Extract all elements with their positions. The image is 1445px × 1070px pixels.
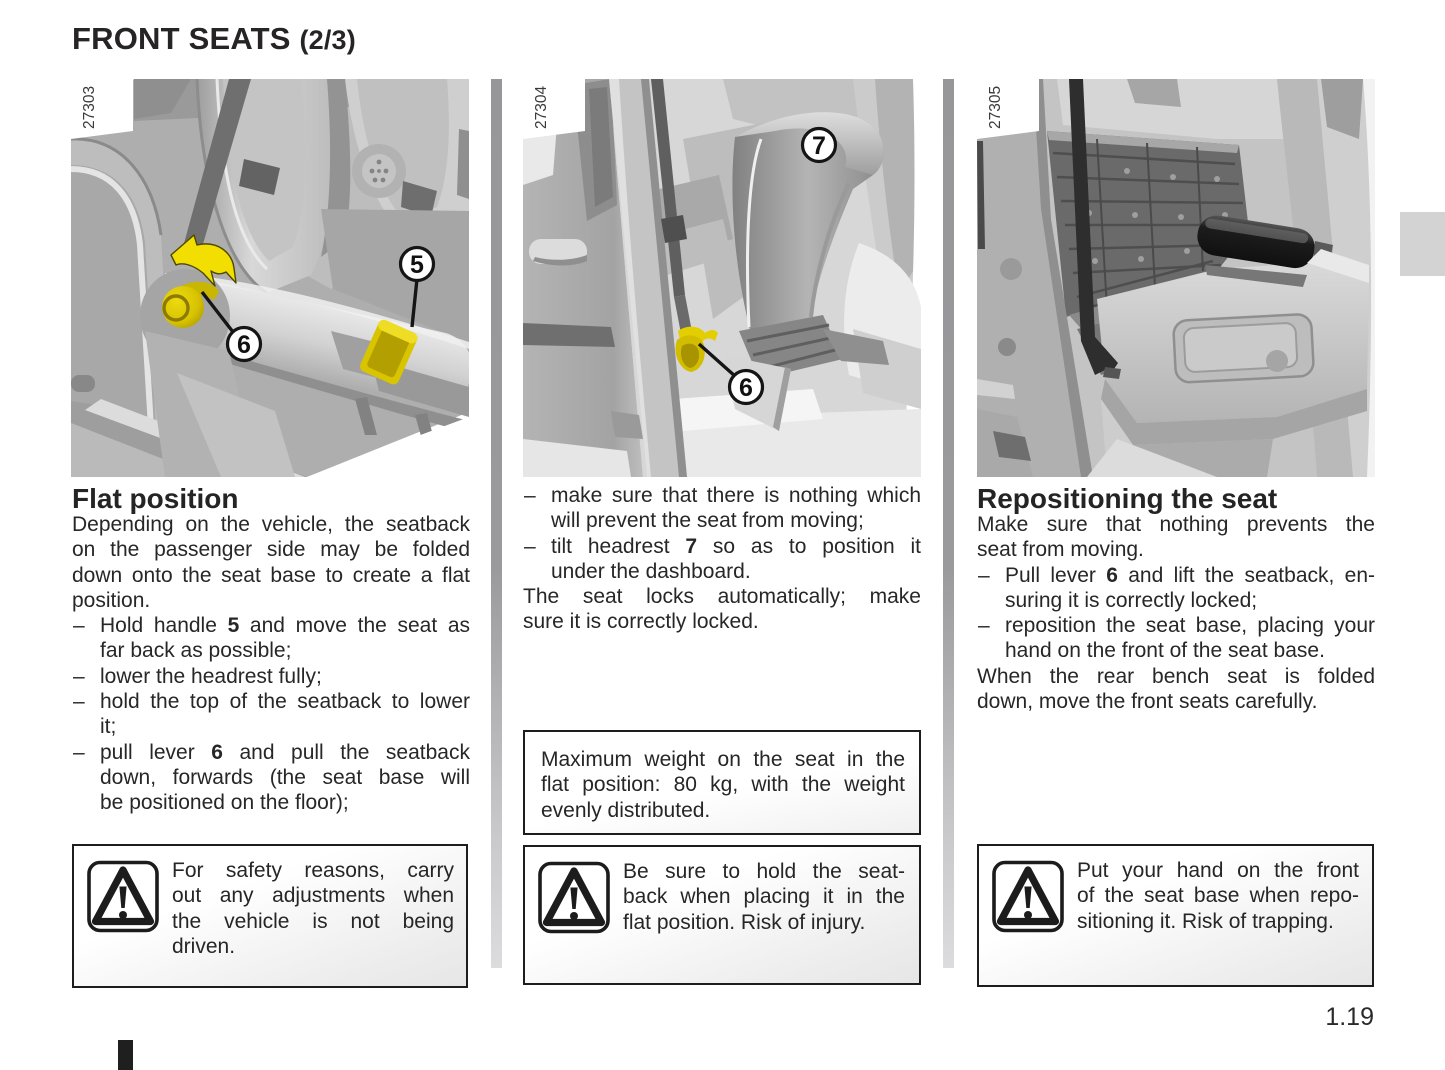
svg-text:27303: 27303	[81, 86, 98, 129]
svg-text:27305: 27305	[987, 86, 1004, 129]
svg-text:7: 7	[812, 132, 826, 160]
svg-text:5: 5	[410, 251, 424, 279]
svg-text:6: 6	[237, 331, 251, 359]
svg-text:27304: 27304	[533, 86, 550, 129]
svg-text:6: 6	[739, 374, 753, 402]
